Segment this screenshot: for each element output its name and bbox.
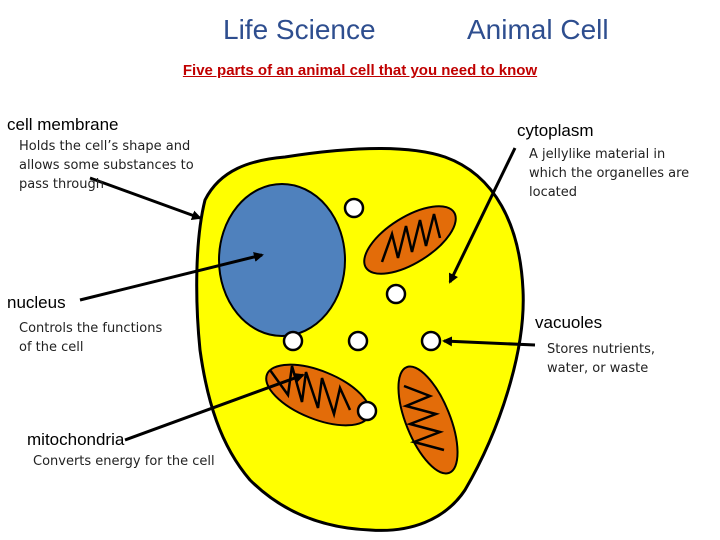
arrow-mitochondria bbox=[124, 373, 305, 442]
desc-line: Holds the cell’s shape and bbox=[19, 139, 191, 154]
mitochondrion-3 bbox=[397, 365, 459, 475]
desc-line: A jellylike material in bbox=[529, 147, 666, 162]
desc-vacuoles: Stores nutrients, water, or waste bbox=[547, 340, 655, 378]
desc-line: water, or waste bbox=[547, 361, 649, 376]
desc-mitochondria: Converts energy for the cell bbox=[33, 452, 215, 471]
desc-line: Converts energy for the cell bbox=[33, 454, 215, 469]
title-life-science: Life Science bbox=[223, 14, 376, 45]
label-vacuoles: vacuoles bbox=[535, 313, 603, 332]
desc-line: pass through bbox=[19, 177, 104, 192]
subtitle: Five parts of an animal cell that you ne… bbox=[182, 62, 538, 79]
desc-line: located bbox=[529, 185, 578, 200]
desc-line: allows some substances to bbox=[19, 158, 194, 173]
desc-line: Stores nutrients, bbox=[547, 342, 656, 357]
desc-line: Controls the functions bbox=[19, 321, 163, 336]
arrow-cytoplasm bbox=[448, 147, 517, 284]
label-nucleus: nucleus bbox=[7, 293, 66, 312]
arrow-cell-membrane bbox=[89, 176, 202, 220]
vacuole-5 bbox=[420, 330, 442, 352]
desc-cytoplasm: A jellylike material in which the organe… bbox=[529, 145, 689, 202]
mitochondrion-1 bbox=[363, 205, 457, 275]
vacuole-1 bbox=[343, 197, 365, 219]
vacuole-6 bbox=[356, 400, 378, 422]
vacuole-3 bbox=[282, 330, 304, 352]
title-animal-cell: Animal Cell bbox=[467, 14, 609, 45]
label-cell-membrane: cell membrane bbox=[7, 115, 119, 134]
desc-nucleus: Controls the functions of the cell bbox=[19, 319, 162, 357]
vacuole-2 bbox=[385, 283, 407, 305]
arrow-nucleus bbox=[79, 252, 264, 302]
vacuole-4 bbox=[347, 330, 369, 352]
desc-line: which the organelles are bbox=[529, 166, 690, 181]
label-cytoplasm: cytoplasm bbox=[517, 121, 594, 140]
arrow-vacuoles bbox=[442, 336, 536, 347]
label-mitochondria: mitochondria bbox=[27, 430, 125, 449]
desc-cell-membrane: Holds the cell’s shape and allows some s… bbox=[19, 137, 194, 194]
nucleus-shape bbox=[218, 183, 346, 337]
desc-line: of the cell bbox=[19, 340, 84, 355]
